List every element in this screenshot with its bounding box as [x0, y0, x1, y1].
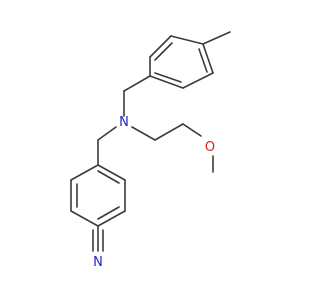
bond [154, 42, 173, 61]
molecule-drawing: N O N [0, 0, 300, 300]
bond [70, 164, 99, 181]
bond [97, 210, 126, 227]
ether-oxygen-label: O [205, 140, 215, 155]
bond [131, 126, 156, 141]
bond [123, 75, 151, 92]
bond [154, 72, 182, 83]
bond [70, 210, 99, 227]
bond [97, 164, 126, 181]
bond [182, 123, 202, 137]
bond [170, 35, 204, 45]
background [0, 0, 300, 300]
bond [97, 126, 117, 141]
bonds [70, 31, 231, 252]
bond [149, 35, 172, 58]
structure-canvas: N O N [0, 0, 300, 300]
atom-labels: N O N [93, 115, 215, 270]
bond [97, 170, 120, 184]
amine-nitrogen-label: N [119, 115, 129, 130]
bond [154, 123, 184, 141]
bond [182, 72, 214, 89]
bond [198, 48, 208, 73]
bond [202, 43, 214, 74]
bond [202, 31, 231, 45]
nitrile-nitrogen-label: N [93, 255, 103, 270]
bond [149, 75, 184, 89]
bond [97, 206, 120, 220]
